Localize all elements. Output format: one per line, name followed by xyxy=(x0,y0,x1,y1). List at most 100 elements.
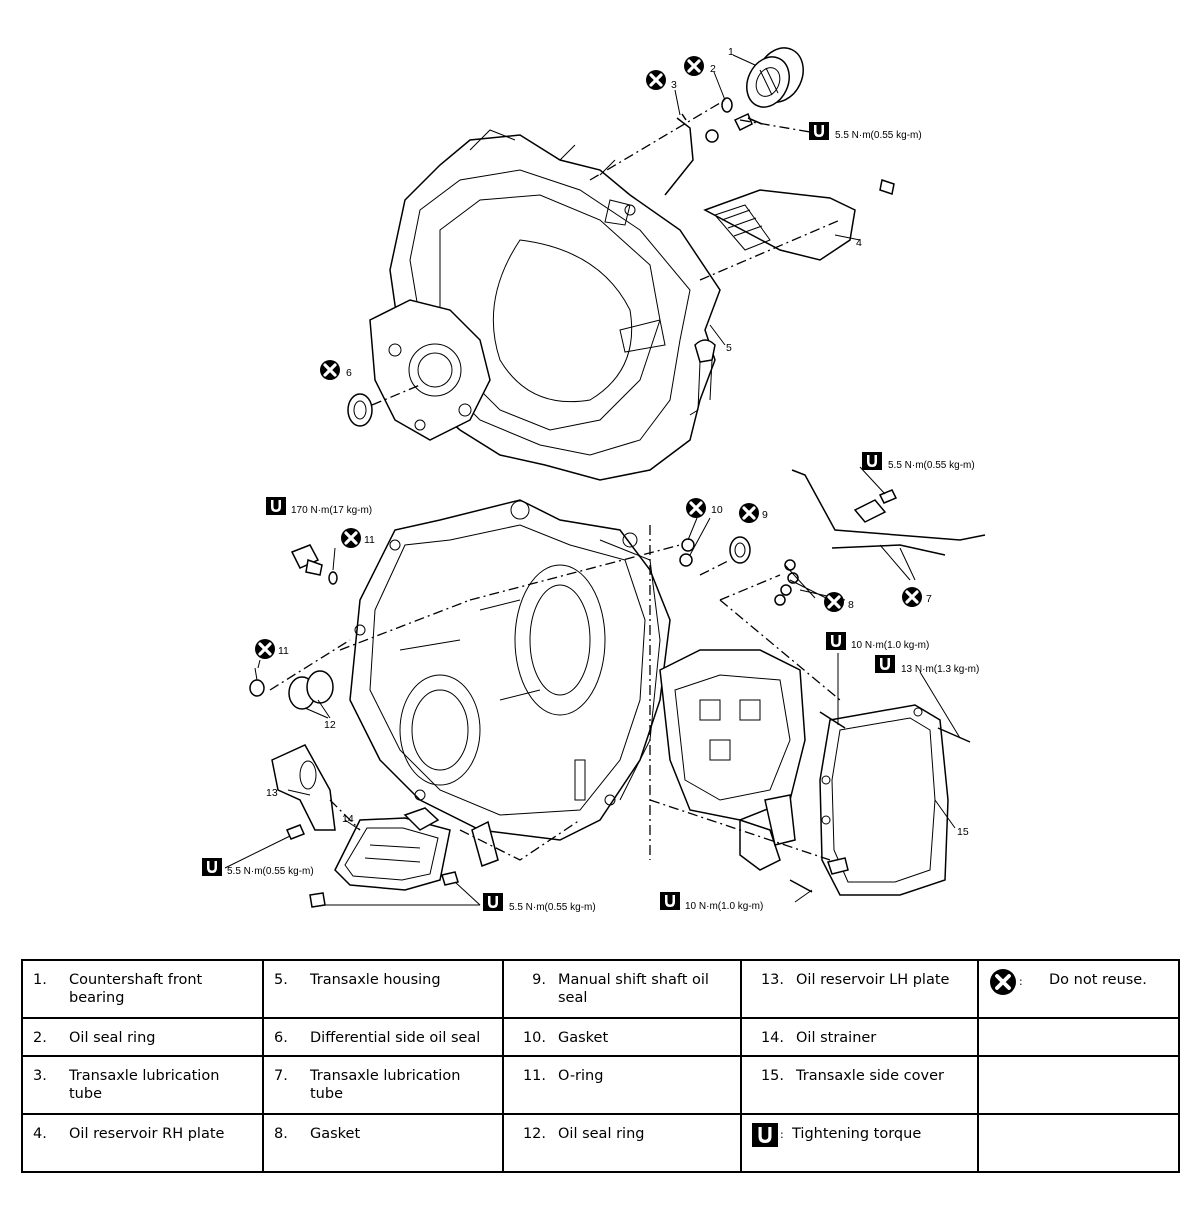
legend-item-number: 6. xyxy=(274,1030,288,1046)
legend-item-number: 15. xyxy=(760,1068,784,1084)
legend-item-text: Differential side oil seal xyxy=(310,1030,481,1046)
legend-item-text: Transaxle side cover xyxy=(796,1068,944,1084)
bolt-top xyxy=(705,112,763,143)
legend-cell: 2.Oil seal ring xyxy=(21,1017,264,1057)
tightening-torque-icon xyxy=(826,632,846,650)
parts-legend-table: 1.Countershaft front bearing 5. Transaxle … xyxy=(21,959,1180,1173)
do-not-reuse-icon xyxy=(900,585,924,609)
transaxle-case xyxy=(349,499,671,841)
callout-12: 12 xyxy=(324,719,336,731)
legend-item-text: Gasket xyxy=(558,1030,609,1046)
callout-2: 2 xyxy=(710,63,716,75)
do-not-reuse-icon xyxy=(684,496,708,520)
legend-row: 2.Oil seal ring 6. Differential side oil s… xyxy=(21,1017,1180,1057)
countershaft-front-bearing xyxy=(746,47,804,108)
legend-item-text: O-ring xyxy=(558,1068,604,1084)
torque-label-10a: 10 N·m(1.0 kg-m) xyxy=(851,640,929,651)
callout-4: 4 xyxy=(856,237,862,249)
clip-tube-7 xyxy=(853,499,887,523)
legend-cell: 7.Transaxle lubrication tube xyxy=(262,1055,504,1115)
do-not-reuse-icon xyxy=(682,54,706,78)
torque-label-plug: 170 N·m(17 kg-m) xyxy=(291,505,372,516)
tightening-torque-icon xyxy=(202,858,222,876)
legend-cell: 14.Oil strainer xyxy=(740,1017,979,1057)
legend-item-number: 8. xyxy=(274,1126,288,1142)
bolt-left xyxy=(285,824,306,840)
callout-14: 14 xyxy=(342,813,354,825)
callout-13: 13 xyxy=(266,787,278,799)
legend-cell: 3.Transaxle lubrication tube xyxy=(21,1055,264,1115)
do-not-reuse-icon xyxy=(253,637,277,661)
legend-cell: 9.Manual shift shaft oil seal xyxy=(502,959,742,1019)
legend-item-text: Oil seal ring xyxy=(558,1126,645,1142)
torque-label-tube7: 5.5 N·m(0.55 kg-m) xyxy=(888,460,975,471)
torque-label-bottom: 5.5 N·m(0.55 kg-m) xyxy=(509,902,596,913)
legend-cell: 8.Gasket xyxy=(262,1113,504,1173)
do-not-reuse-icon xyxy=(737,501,761,525)
lubrication-tube-7 xyxy=(791,469,986,556)
legend-item-number: 5. xyxy=(274,972,288,988)
bracket-14 xyxy=(471,820,499,867)
tightening-torque-icon xyxy=(809,122,829,140)
legend-cell: :Do not reuse. xyxy=(977,959,1180,1019)
manual-shift-shaft-oil-seal xyxy=(729,536,751,564)
do-not-reuse-icon xyxy=(318,358,342,382)
legend-cell: 5. Transaxle housing xyxy=(262,959,504,1019)
legend-item-text: Oil reservoir RH plate xyxy=(69,1126,225,1142)
tightening-torque-icon: : xyxy=(752,1122,792,1148)
gasket-10a xyxy=(681,538,695,552)
legend-item-number: 2. xyxy=(33,1030,47,1046)
bolt-13 xyxy=(937,727,971,743)
bolt-10a xyxy=(819,711,846,729)
legend-separator: : xyxy=(780,1128,784,1141)
callout-7: 7 xyxy=(926,593,932,605)
bolt-bottom-b xyxy=(441,871,459,886)
do-not-reuse-icon: : xyxy=(989,968,1029,996)
do-not-reuse-icon xyxy=(822,590,846,614)
oil-reservoir-lh-plate xyxy=(271,744,336,831)
legend-cell: 4. Oil reservoir RH plate xyxy=(21,1113,264,1173)
legend-item-number: 13. xyxy=(760,972,784,988)
gaskets-8 xyxy=(774,559,799,606)
legend-item-number: 10. xyxy=(522,1030,546,1046)
oil-strainer xyxy=(334,807,451,891)
transaxle-housing xyxy=(369,129,721,481)
bolt-10b xyxy=(789,879,813,893)
callout-10: 10 xyxy=(711,504,723,516)
legend-cell xyxy=(977,1113,1180,1173)
differential-side-oil-seal xyxy=(347,393,373,427)
lubrication-tube-3 xyxy=(664,113,694,196)
torque-label-top-right: 5.5 N·m(0.55 kg-m) xyxy=(835,130,922,141)
legend-item-text: Countershaft front bearing xyxy=(69,972,203,1006)
legend-item-text: Transaxle lubrication tube xyxy=(310,1068,461,1102)
callout-15: 15 xyxy=(957,826,969,838)
callout-5: 5 xyxy=(726,342,732,354)
exploded-view-diagram: 1 2 3 4 5 6 7 8 9 10 11 11 12 13 14 15 5… xyxy=(202,46,986,913)
legend-row: 1.Countershaft front bearing 5. Transaxle … xyxy=(21,959,1180,1019)
legend-item-text: Oil reservoir LH plate xyxy=(796,972,950,988)
legend-cell: 10. Gasket xyxy=(502,1017,742,1057)
legend-cell: 6. Differential side oil seal xyxy=(262,1017,504,1057)
callout-11b: 11 xyxy=(278,645,289,657)
o-ring-11b xyxy=(249,679,265,697)
legend-separator: : xyxy=(1019,975,1023,988)
legend-cell: 11.O-ring xyxy=(502,1055,742,1115)
oil-seal-ring-2 xyxy=(721,97,733,113)
callout-8: 8 xyxy=(848,599,854,611)
legend-cell: 15. Transaxle side cover xyxy=(740,1055,979,1115)
torque-label-10b: 10 N·m(1.0 kg-m) xyxy=(685,901,763,912)
torque-label-13: 13 N·m(1.3 kg-m) xyxy=(901,664,979,675)
legend-item-number: 3. xyxy=(33,1068,47,1084)
legend-cell: 1.Countershaft front bearing xyxy=(21,959,264,1019)
legend-item-number: 4. xyxy=(33,1126,47,1142)
callout-6: 6 xyxy=(346,367,352,379)
legend-item-text: Transaxle housing xyxy=(310,972,441,988)
callout-3: 3 xyxy=(671,79,677,91)
tightening-torque-icon xyxy=(660,892,680,910)
legend-cell: 12.Oil seal ring xyxy=(502,1113,742,1173)
do-not-reuse-icon xyxy=(644,68,668,92)
legend-cell: :Tightening torque xyxy=(740,1113,979,1173)
tightening-torque-icon xyxy=(875,655,895,673)
